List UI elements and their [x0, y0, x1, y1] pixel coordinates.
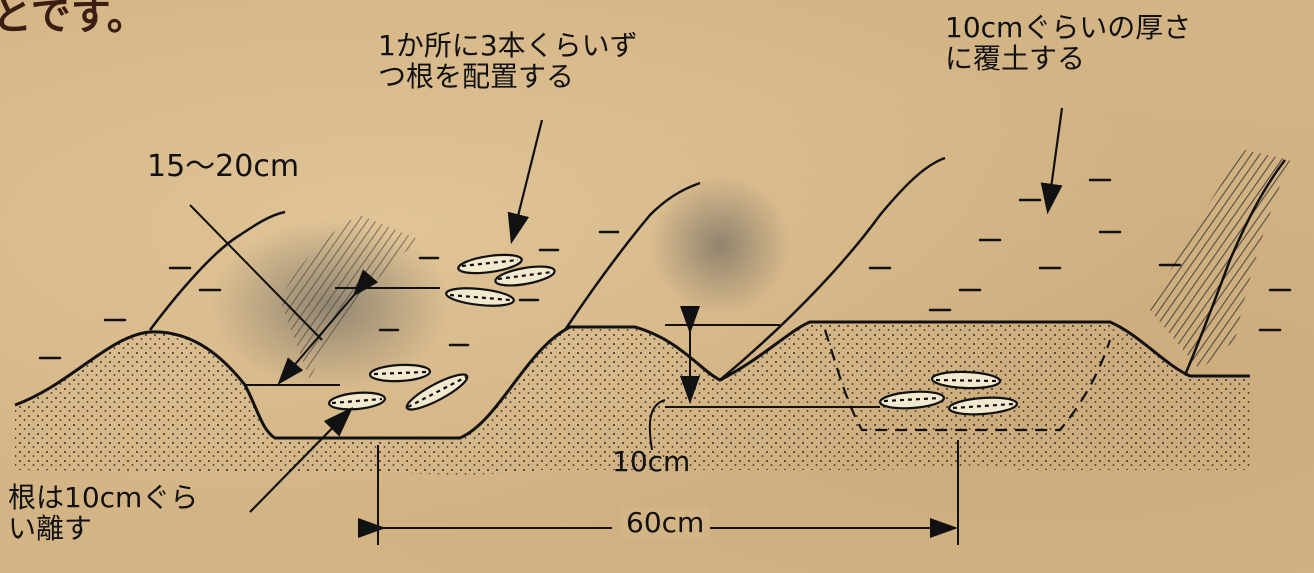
depth-range-arrow — [277, 269, 379, 386]
header-fragment-text: とです。 — [0, 0, 147, 39]
buried-furrow-outline — [823, 329, 1112, 432]
label-depth-range: 15～20cm — [147, 149, 300, 184]
arrow-cover-soil — [1040, 107, 1064, 215]
soil-surface-line — [14, 320, 1250, 440]
arrow-roots-per-spot — [507, 119, 544, 245]
label-root-spacing: 根は10cmぐら い離す — [8, 482, 198, 545]
label-root-spacing-line2: い離す — [8, 512, 93, 546]
ridge-outlines — [149, 156, 1286, 381]
label-width-60cm: 60cm — [620, 507, 711, 538]
root-covered-2 — [878, 390, 946, 410]
root-covered-3 — [947, 396, 1019, 416]
root-upper-3 — [445, 287, 515, 307]
label-cover-soil: 10cmぐらいの厚さ に覆土する — [945, 12, 1191, 75]
label-cover-soil-line2: に覆土する — [945, 42, 1086, 76]
roots-group — [327, 253, 1019, 416]
root-lower-1 — [368, 363, 432, 383]
soil-mass — [15, 322, 1250, 475]
label-roots-per-spot: 1か所に3本くらいず つ根を配置する — [378, 30, 638, 93]
root-lower-3 — [405, 373, 469, 411]
dimension-lines — [189, 204, 959, 545]
root-lower-2 — [327, 391, 387, 411]
depth-10cm-leader — [648, 399, 666, 451]
label-depth-10cm: 10cm — [612, 445, 691, 478]
root-upper-1 — [457, 253, 523, 275]
label-roots-per-spot-line1: 1か所に3本くらいず — [378, 29, 638, 62]
label-roots-per-spot-line2: つ根を配置する — [378, 60, 575, 94]
pointer-arrows — [249, 107, 1064, 513]
label-root-spacing-line1: 根は10cmぐら — [8, 481, 199, 514]
soil-profile — [14, 320, 1250, 475]
root-upper-2 — [494, 265, 556, 287]
label-cover-soil-line1: 10cmぐらいの厚さ — [945, 11, 1192, 44]
root-covered-1 — [930, 370, 1002, 390]
arrow-root-spacing — [249, 406, 354, 513]
